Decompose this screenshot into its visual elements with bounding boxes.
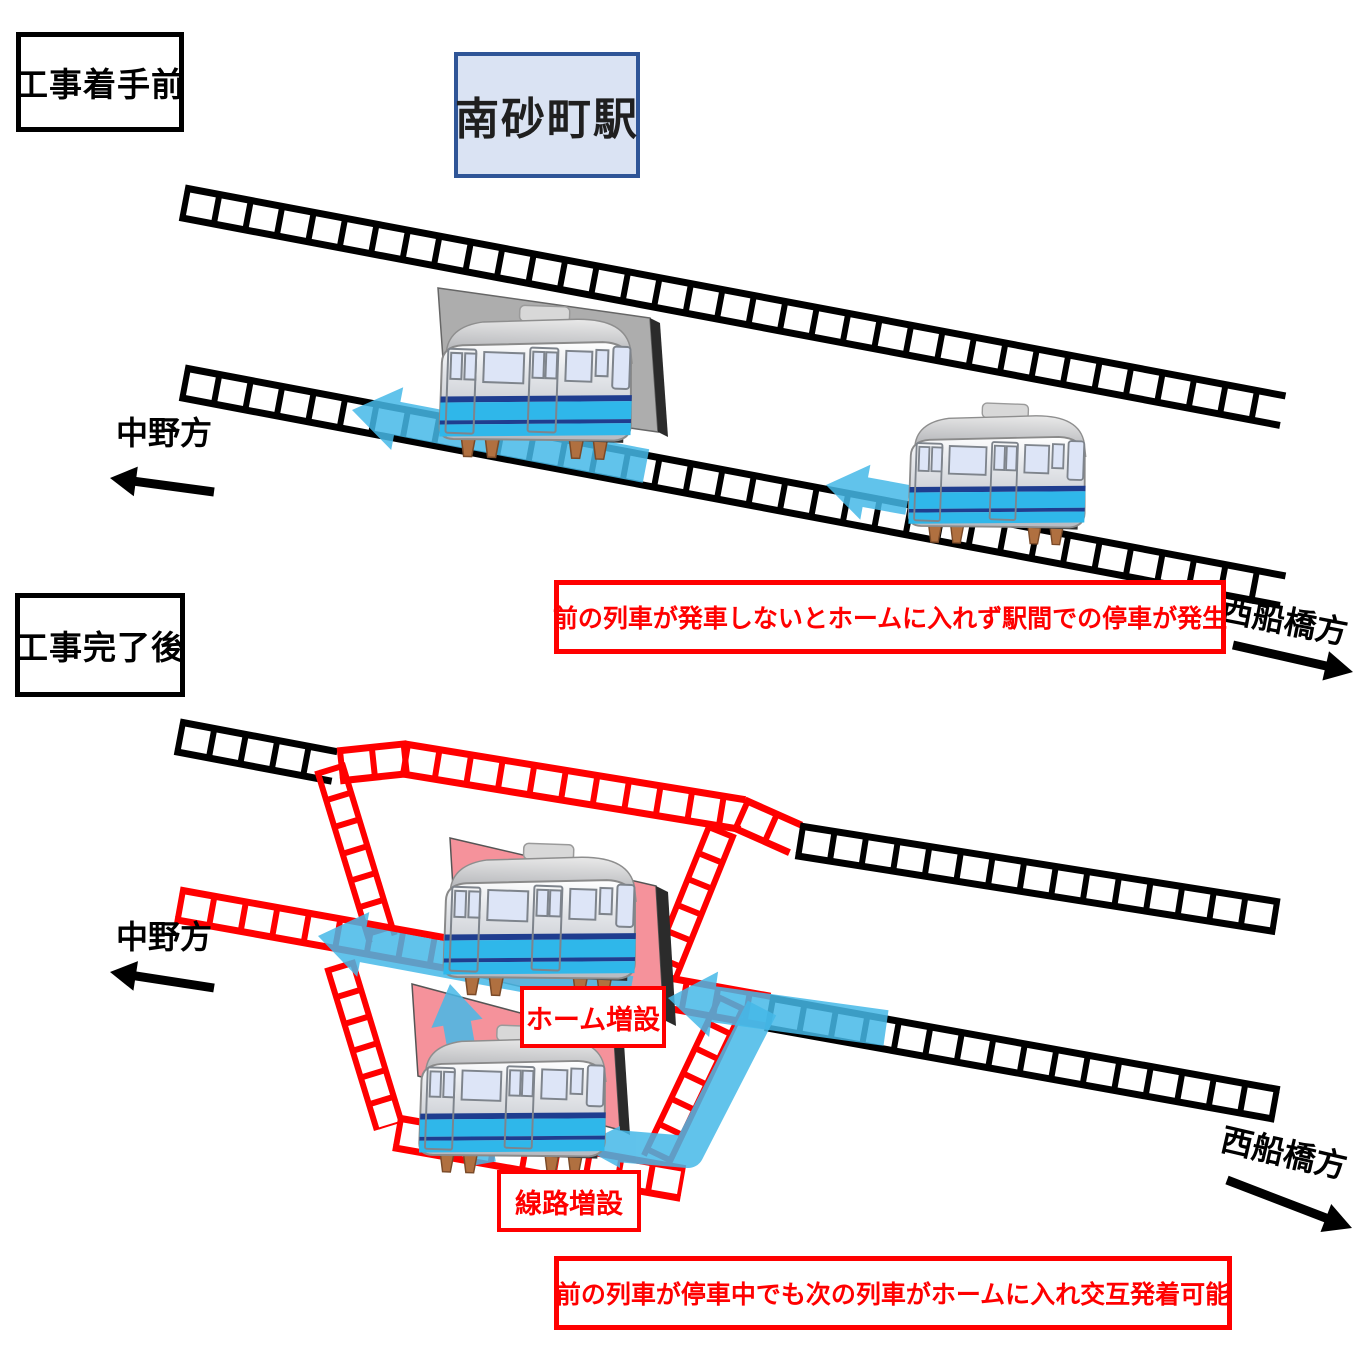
nakano-direction-arrow-bottom bbox=[110, 961, 215, 993]
note-after-text: 前の列車が停車中でも次の列車がホームに入れ交互発着可能 bbox=[555, 1281, 1231, 1309]
nakano-direction-label-bottom: 中野方 bbox=[116, 919, 213, 955]
flow-arrow-train2 bbox=[826, 464, 911, 520]
track-expansion-tag: 線路増設 bbox=[497, 1170, 641, 1232]
section-label-after: 工事完了後 bbox=[15, 593, 185, 697]
flow-arrow-incoming bbox=[668, 971, 889, 1046]
track-bottom-upper-black-left bbox=[173, 718, 338, 785]
platform-expansion-text: ホーム増設 bbox=[525, 1004, 661, 1035]
track-top-lower bbox=[178, 364, 1287, 609]
station-name-box: 南砂町駅 bbox=[454, 52, 640, 178]
loop-left-diagonal bbox=[324, 959, 405, 1132]
nakano-direction-arrow-top bbox=[110, 466, 215, 497]
section-label-before-text: 工事着手前 bbox=[15, 66, 185, 103]
track-expansion-text: 線路増設 bbox=[515, 1188, 623, 1219]
track-bottom-upper-red-main bbox=[399, 740, 747, 833]
section-label-after-text: 工事完了後 bbox=[15, 629, 185, 666]
train-car-platform-upper bbox=[441, 839, 640, 1002]
nakano-direction-label-top: 中野方 bbox=[116, 415, 213, 451]
train-car-at-platform bbox=[437, 301, 636, 464]
track-bottom-upper-black-right bbox=[794, 822, 1281, 936]
nishifunabashi-direction-arrow-bottom bbox=[1225, 1175, 1352, 1232]
station-name-text: 南砂町駅 bbox=[455, 95, 639, 144]
track-top-upper bbox=[178, 184, 1287, 429]
track-bottom-upper-red-drop bbox=[731, 796, 804, 856]
note-before: 前の列車が発車しないとホームに入れず駅間での停車が発生 bbox=[552, 580, 1228, 654]
track-bottom-upper-red-rise bbox=[336, 740, 411, 785]
note-before-text: 前の列車が発車しないとホームに入れず駅間での停車が発生 bbox=[552, 605, 1228, 633]
train-car-waiting bbox=[906, 399, 1090, 549]
note-after: 前の列車が停車中でも次の列車がホームに入れ交互発着可能 bbox=[554, 1256, 1232, 1330]
section-label-before: 工事着手前 bbox=[15, 32, 185, 132]
nishifunabashi-direction-arrow-top bbox=[1232, 640, 1353, 681]
platform-expansion-tag: ホーム増設 bbox=[520, 986, 666, 1048]
